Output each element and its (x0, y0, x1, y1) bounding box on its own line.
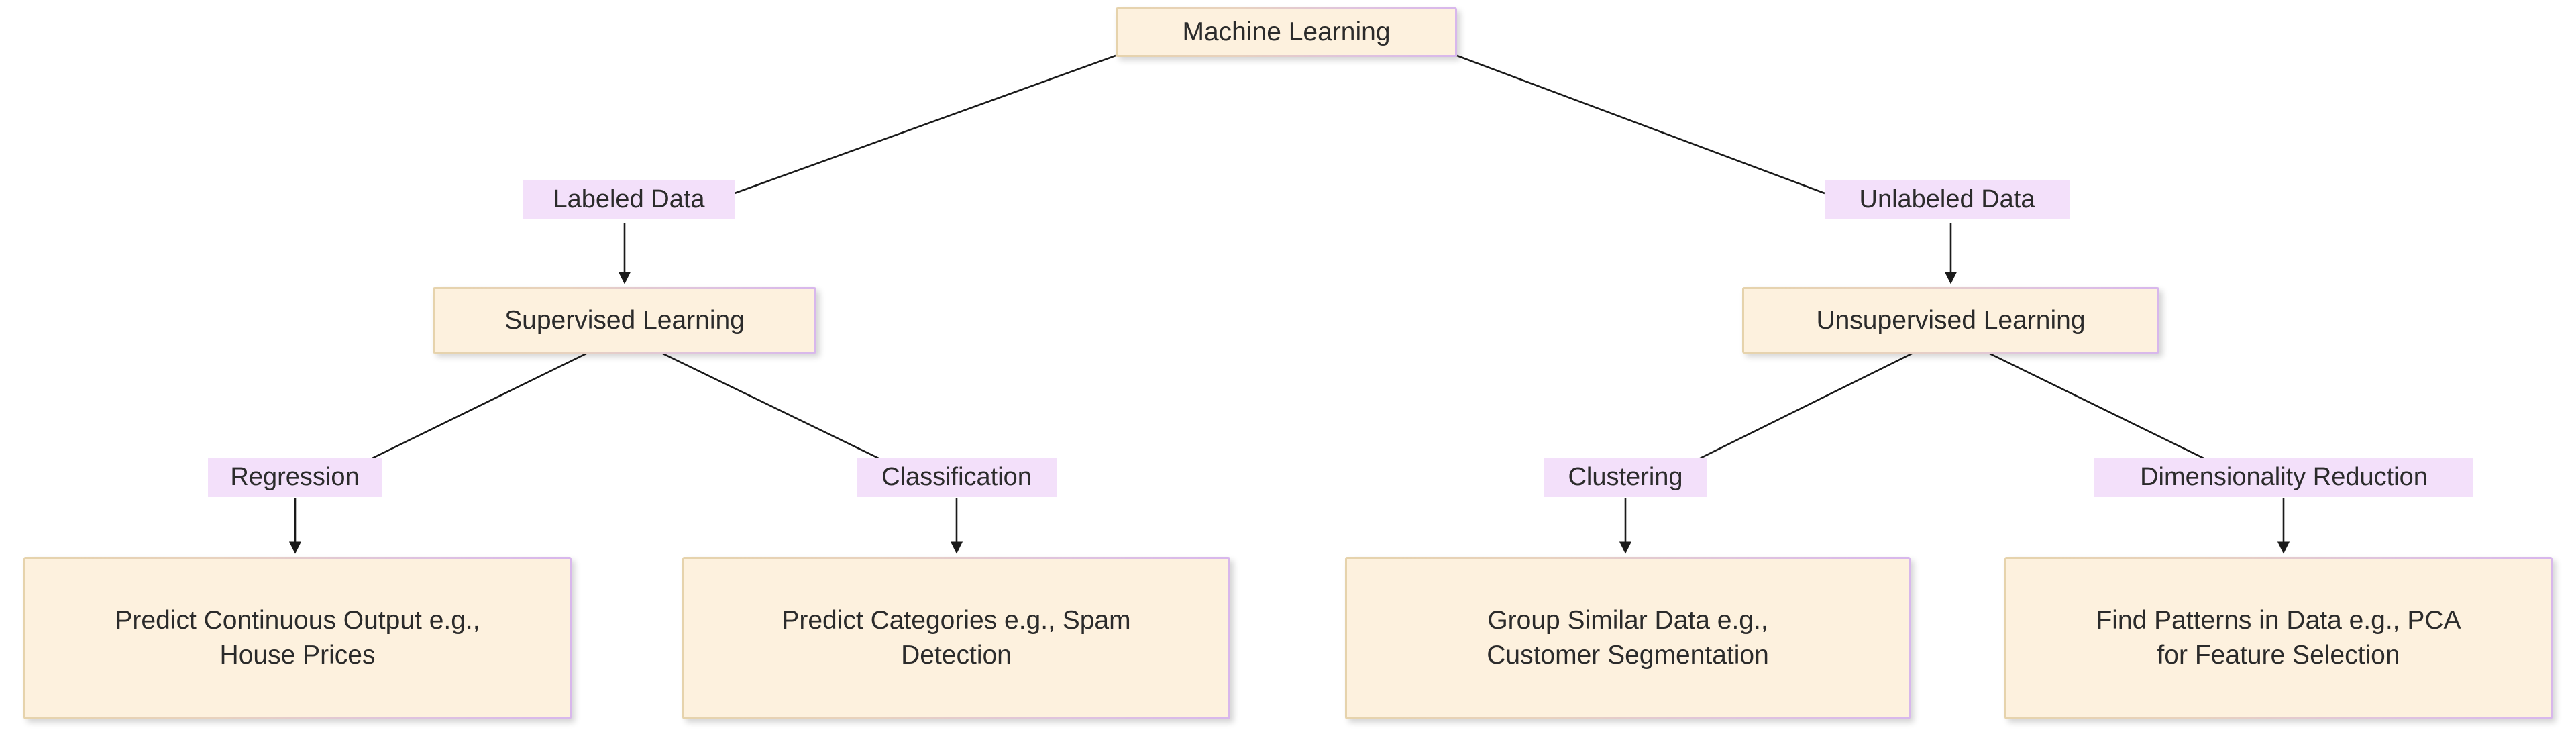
node-find-patterns-in-data[interactable]: Find Patterns in Data e.g., PCA for Feat… (2004, 557, 2553, 719)
node-label: Unsupervised Learning (1816, 305, 2086, 335)
node-label: Group Similar Data e.g., Customer Segmen… (1487, 606, 1769, 670)
node-supervised-learning[interactable]: Supervised Learning (433, 287, 816, 354)
edge-supervised-to-classification-label (662, 352, 903, 471)
node-predict-continuous-output[interactable]: Predict Continuous Output e.g., House Pr… (23, 557, 572, 719)
node-unsupervised-learning[interactable]: Unsupervised Learning (1742, 287, 2159, 354)
edge-unsupervised-to-dimred-label (1989, 352, 2228, 471)
node-label: Machine Learning (1182, 17, 1391, 47)
edge-ml-to-unlabeled (1456, 54, 1825, 195)
edge-label-dimensionality-reduction: Dimensionality Reduction (2094, 458, 2473, 497)
node-label: Predict Categories e.g., Spam Detection (782, 606, 1131, 670)
node-label: Supervised Learning (504, 305, 745, 335)
edge-supervised-to-regression-label (348, 352, 587, 471)
edge-label-clustering: Clustering (1544, 458, 1707, 497)
edge-unsupervised-to-clustering-label (1676, 352, 1913, 471)
edge-ml-to-labeled (734, 54, 1116, 195)
edge-label-labeled-data: Labeled Data (523, 180, 735, 219)
node-label: Find Patterns in Data e.g., PCA for Feat… (2096, 606, 2461, 670)
edge-label-unlabeled-data: Unlabeled Data (1825, 180, 2070, 219)
node-predict-categories[interactable]: Predict Categories e.g., Spam Detection (682, 557, 1230, 719)
edge-label-regression: Regression (208, 458, 382, 497)
node-group-similar-data[interactable]: Group Similar Data e.g., Customer Segmen… (1345, 557, 1911, 719)
node-label: Predict Continuous Output e.g., House Pr… (115, 606, 480, 670)
node-machine-learning[interactable]: Machine Learning (1116, 7, 1457, 57)
edge-label-classification: Classification (857, 458, 1057, 497)
